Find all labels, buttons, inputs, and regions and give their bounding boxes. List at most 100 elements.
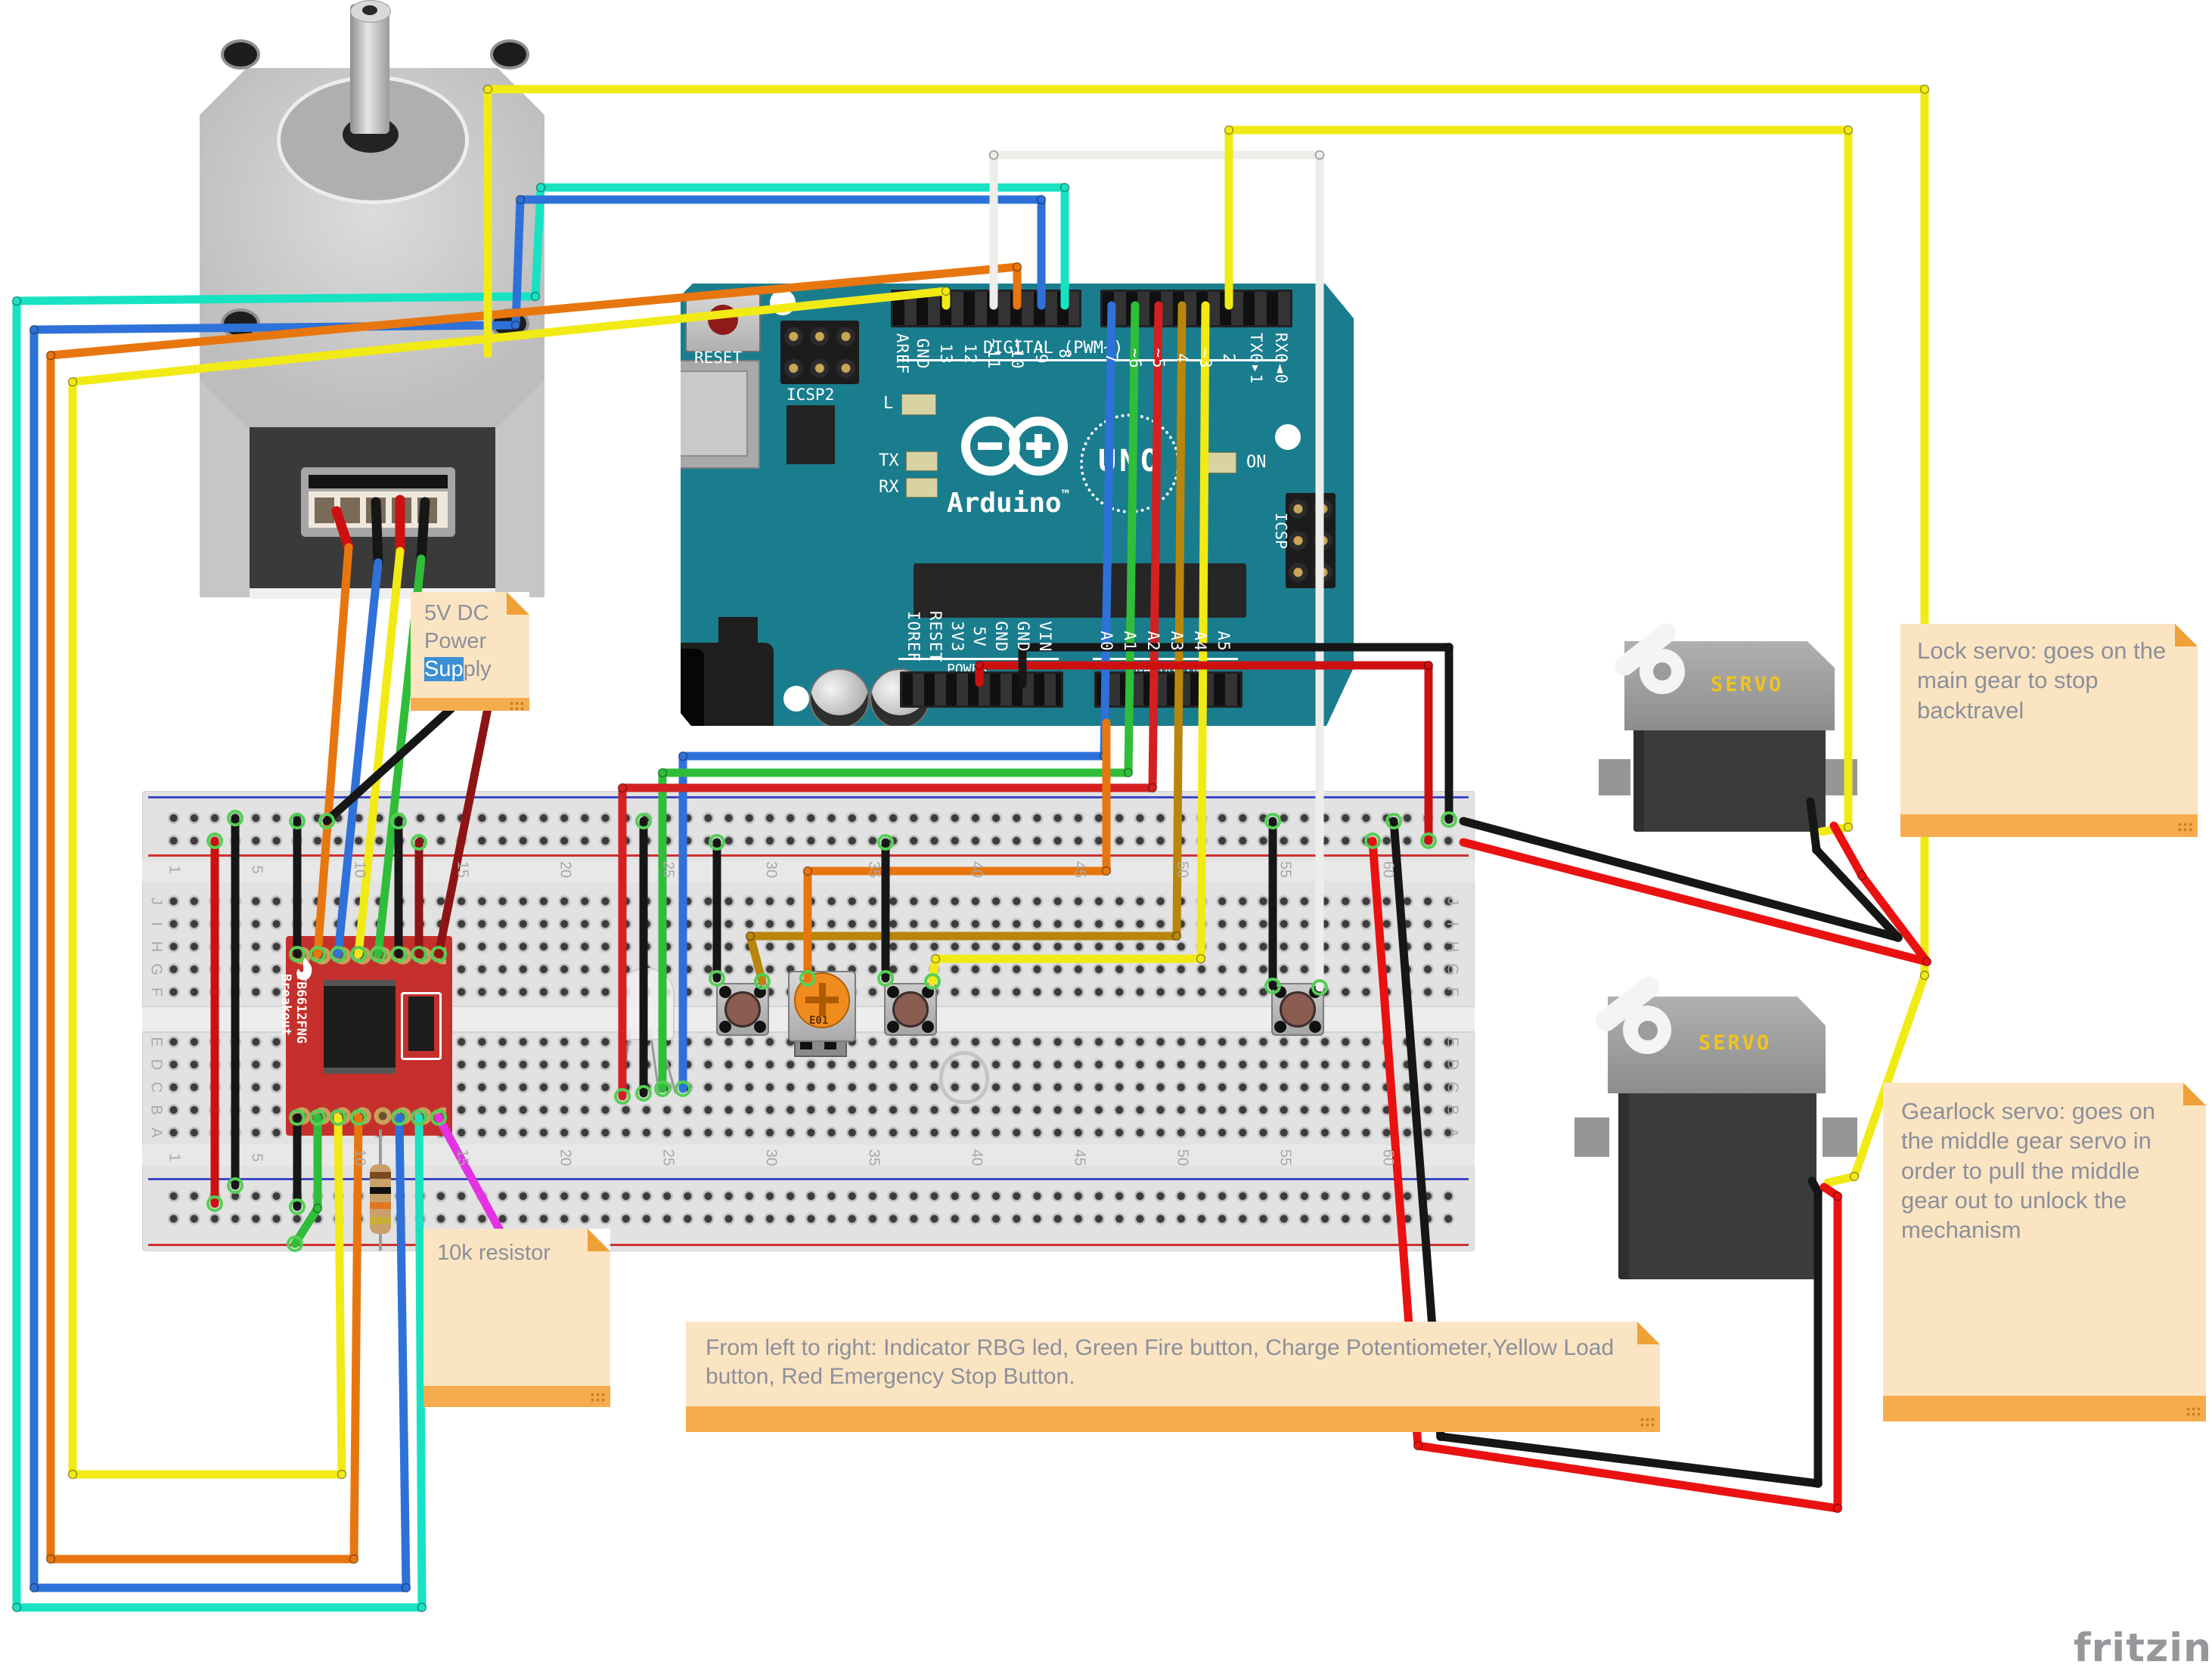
wire-pwr-red[interactable]: [975, 661, 1433, 845]
wire-bendpoint[interactable]: [1413, 1440, 1423, 1451]
wire-bendpoint[interactable]: [941, 286, 951, 296]
resistor-10k[interactable]: [368, 1130, 393, 1251]
wire-bendpoint[interactable]: [1435, 1431, 1446, 1442]
note-strip[interactable]: [423, 1386, 610, 1407]
wire-pwr-black[interactable]: [1018, 643, 1453, 824]
wire-stub-red-1[interactable]: [331, 506, 354, 553]
wire-bendpoint[interactable]: [1224, 125, 1234, 135]
wire-bendpoint[interactable]: [1314, 150, 1325, 160]
wire-bendpoint[interactable]: [1101, 866, 1112, 876]
wire-bendpoint[interactable]: [1857, 870, 1867, 881]
wire-bendpoint[interactable]: [930, 953, 941, 964]
wire-bendpoint[interactable]: [974, 660, 985, 671]
wire-motor-orange[interactable]: [313, 543, 353, 959]
wire-bendpoint[interactable]: [1147, 783, 1158, 793]
wire-stub-black-1[interactable]: [371, 497, 383, 568]
wire-bendpoint[interactable]: [1171, 931, 1182, 941]
wire-bendpoint[interactable]: [45, 350, 56, 361]
note-grip[interactable]: [590, 1392, 607, 1404]
wire-bendpoint[interactable]: [1811, 845, 1822, 855]
wire-bendpoint[interactable]: [1922, 956, 1932, 967]
wire-bendpoint[interactable]: [67, 377, 78, 387]
wire-bendpoint[interactable]: [45, 1554, 56, 1564]
note-controls[interactable]: From left to right: Indicator RBG led, G…: [686, 1322, 1660, 1432]
note-grip[interactable]: [1640, 1417, 1656, 1429]
wire-bendpoint[interactable]: [337, 1469, 347, 1480]
wire-coil-blue[interactable]: [29, 195, 1046, 1592]
note-gearlock-servo[interactable]: Gearlock servo: goes on the middle gear …: [1883, 1083, 2206, 1421]
load-button[interactable]: [884, 983, 937, 1036]
wire-a0-orange[interactable]: [803, 718, 1111, 983]
wire-bendpoint[interactable]: [1123, 767, 1134, 778]
wire-bendpoint[interactable]: [988, 150, 999, 160]
wire-bendpoint[interactable]: [802, 866, 813, 876]
wire-lock-black[interactable]: [1459, 797, 1903, 942]
wire-bendpoint[interactable]: [11, 1602, 22, 1613]
wire-bendpoint[interactable]: [617, 783, 628, 793]
wire-bendpoint[interactable]: [1017, 642, 1028, 653]
fire-button-cap[interactable]: [724, 991, 761, 1028]
wire-bendpoint[interactable]: [1813, 1478, 1823, 1489]
wire-motor-blue[interactable]: [334, 558, 383, 959]
wire-bendpoint[interactable]: [1012, 262, 1022, 272]
wire-bendpoint[interactable]: [312, 1203, 323, 1214]
note-strip[interactable]: [1900, 814, 2198, 837]
wire-bendpoint[interactable]: [29, 324, 39, 335]
wire-lock-red[interactable]: [1459, 821, 1931, 966]
note-strip[interactable]: [411, 698, 529, 711]
wire-bendpoint[interactable]: [1813, 1186, 1823, 1197]
wire-motor-yellow[interactable]: [354, 547, 405, 959]
note-psu[interactable]: 5V DC Power Supply: [411, 592, 529, 711]
wire-bendpoint[interactable]: [1919, 970, 1930, 981]
wire-bendpoint[interactable]: [678, 751, 688, 761]
wire-bendpoint[interactable]: [401, 1583, 411, 1593]
wire-coil-cyan[interactable]: [12, 183, 1069, 1612]
wire-bendpoint[interactable]: [1849, 1171, 1860, 1182]
wire-bendpoint[interactable]: [1423, 660, 1434, 671]
wire-servo-yellow-long[interactable]: [483, 85, 1929, 1187]
wire-psu-black[interactable]: [322, 704, 456, 826]
emergency-stop-button-cap[interactable]: [1280, 991, 1316, 1028]
wire-bendpoint[interactable]: [530, 291, 541, 302]
wire-coil-orange[interactable]: [46, 262, 1022, 1564]
wire-bendpoint[interactable]: [1919, 84, 1930, 95]
note-10k-resistor[interactable]: 10k resistor: [423, 1229, 610, 1407]
wire-stub-black-2[interactable]: [416, 497, 430, 564]
wire-bendpoint[interactable]: [1893, 932, 1903, 943]
wire-bendpoint[interactable]: [745, 931, 755, 941]
wire-bendpoint[interactable]: [482, 84, 493, 95]
wire-bendpoint[interactable]: [1832, 1191, 1843, 1201]
wire-bendpoint[interactable]: [417, 1602, 427, 1613]
wire-bendpoint[interactable]: [1036, 194, 1047, 205]
wire-d4-olive[interactable]: [746, 301, 1187, 986]
note-strip[interactable]: [686, 1406, 1660, 1432]
wire-d6-green[interactable]: [658, 301, 1140, 1093]
note-grip[interactable]: [2177, 822, 2194, 834]
wire-bendpoint[interactable]: [1059, 182, 1070, 193]
wire-bendpoint[interactable]: [67, 1469, 78, 1480]
wire-d7-blue[interactable]: [678, 301, 1116, 1093]
load-button-cap[interactable]: [892, 991, 929, 1028]
wire-d5-red[interactable]: [618, 301, 1163, 1101]
wire-bendpoint[interactable]: [510, 320, 521, 330]
wire-bendpoint[interactable]: [1843, 822, 1854, 832]
wire-bendpoint[interactable]: [1444, 642, 1454, 653]
analog-header[interactable]: [1094, 671, 1243, 708]
wire-bendpoint[interactable]: [349, 1554, 359, 1564]
wire-bendpoint[interactable]: [1832, 1503, 1843, 1514]
wire-bendpoint[interactable]: [29, 1583, 39, 1593]
wire-bendpoint[interactable]: [535, 182, 546, 193]
wire-bendpoint[interactable]: [1196, 953, 1206, 964]
fire-button[interactable]: [716, 983, 769, 1036]
wire-bendpoint[interactable]: [515, 194, 526, 205]
note-grip[interactable]: [2186, 1406, 2202, 1418]
wire-bendpoint[interactable]: [1843, 125, 1854, 135]
wire-estop-white[interactable]: [989, 150, 1324, 992]
note-lock-servo[interactable]: Lock servo: goes on the main gear to sto…: [1900, 624, 2198, 837]
note-grip[interactable]: [509, 701, 526, 710]
wire-d3-yellow[interactable]: [928, 301, 1210, 986]
note-strip[interactable]: [1883, 1396, 2206, 1421]
wire-bendpoint[interactable]: [657, 767, 668, 778]
wire-tb-magenta[interactable]: [434, 1113, 510, 1245]
wire-psu-red[interactable]: [434, 704, 492, 959]
